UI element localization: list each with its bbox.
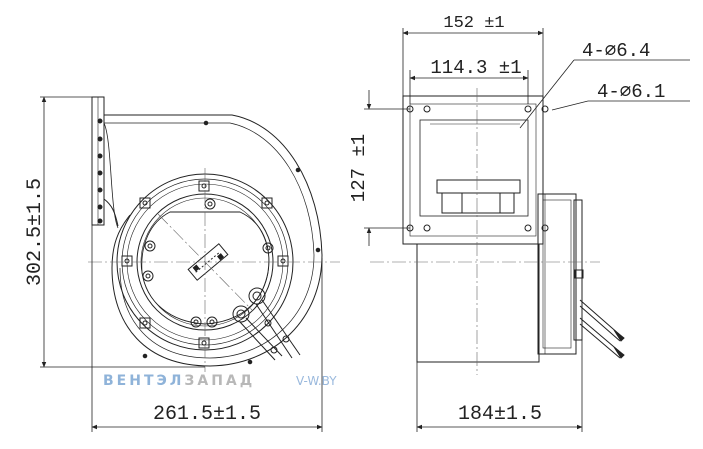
dim-width-top xyxy=(402,28,544,96)
side-cables xyxy=(579,299,625,359)
ring-screws xyxy=(121,180,289,349)
cable-glands xyxy=(232,287,301,361)
dim-height-front xyxy=(40,96,205,368)
dim-hole-spacing-v xyxy=(364,90,410,246)
width-front-label: 261.5±1.5 xyxy=(153,403,261,426)
dim-hole-spacing-h xyxy=(409,70,529,104)
hole-spacing-v-label: 127 ±1 xyxy=(348,134,370,202)
height-side-label: 302.5±1.5 xyxy=(24,178,47,286)
outlet-flange xyxy=(402,95,544,245)
hole-callouts xyxy=(519,59,690,129)
center-lines xyxy=(88,168,340,372)
motor-side xyxy=(537,193,577,355)
holes-b-label: 4-∅6.1 xyxy=(597,81,665,103)
front-view xyxy=(88,96,340,372)
scroll-housing-inner xyxy=(104,122,315,359)
side-view xyxy=(370,88,625,375)
width-top-label: 152 ±1 xyxy=(443,14,504,33)
holes-a-label: 4-∅6.4 xyxy=(582,40,650,62)
watermark-brand-1: ВЕНТЭЛ xyxy=(103,373,184,389)
svg-text:ВЕНТЭЛЗАПАД: ВЕНТЭЛЗАПАД xyxy=(103,373,255,389)
dim-width-side xyxy=(416,340,583,432)
width-side-label: 184±1.5 xyxy=(458,403,542,426)
flange-bolts xyxy=(97,118,103,224)
watermark: ВЕНТЭЛЗАПАД V-W.BY xyxy=(103,373,337,389)
mounting-holes xyxy=(406,105,549,232)
watermark-brand-2: ЗАПАД xyxy=(184,373,255,389)
scroll-housing-outer xyxy=(104,114,323,367)
watermark-site: V-W.BY xyxy=(296,374,337,388)
housing-rivets xyxy=(142,120,321,365)
hole-spacing-h-label: 114.3 ±1 xyxy=(430,57,521,79)
dim-width-front xyxy=(91,225,323,432)
